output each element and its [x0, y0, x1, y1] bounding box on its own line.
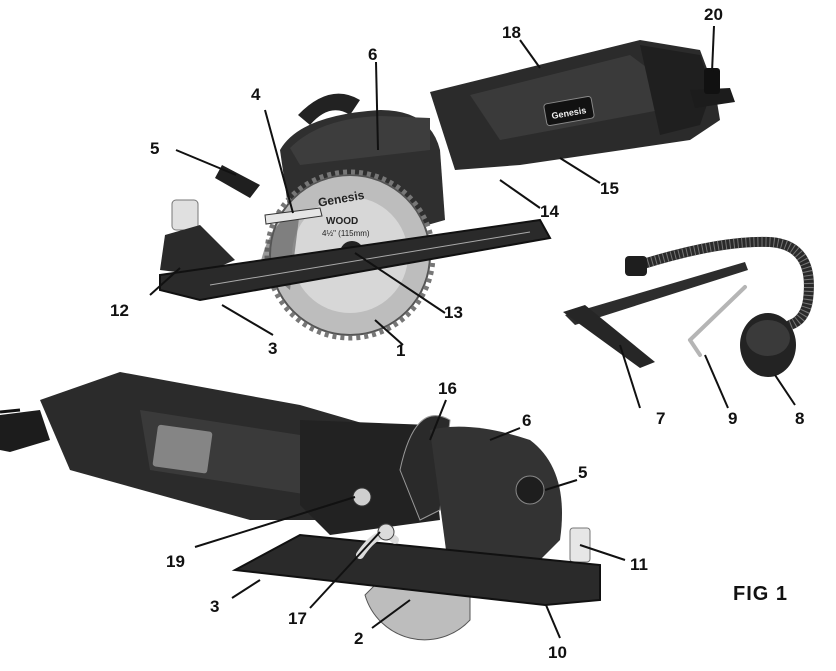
top-guard-top	[290, 116, 430, 165]
top-handle	[298, 93, 360, 125]
bottom-spec-label	[152, 424, 213, 474]
top-cord-lock	[704, 68, 720, 94]
dust-port-opening	[746, 320, 790, 356]
spindle-lock	[352, 487, 372, 507]
callout-6-top: 6	[368, 45, 378, 64]
top-front-bracket	[160, 225, 235, 275]
callout-6-bottom: 6	[522, 411, 532, 430]
callout-18: 18	[502, 23, 521, 42]
callout-7: 7	[656, 409, 666, 428]
top-base-edge	[209, 231, 531, 286]
hex-key-shaft	[688, 285, 747, 342]
rip-fence-bar	[565, 262, 748, 325]
bottom-dust-port	[515, 475, 545, 505]
bottom-gearbox	[300, 420, 440, 535]
blade-wrench-head	[377, 523, 395, 541]
figure-label: FIG 1	[733, 583, 789, 605]
callout-8: 8	[795, 409, 805, 428]
callout-5-bottom: 5	[578, 463, 588, 482]
callout-3-top: 3	[268, 339, 278, 358]
callout-4: 4	[251, 85, 261, 104]
hex-key-bend	[688, 338, 702, 357]
callout-13: 13	[444, 303, 463, 322]
callout-17: 17	[288, 609, 307, 628]
top-base-plate	[159, 218, 552, 302]
callout-14: 14	[540, 202, 559, 221]
rip-fence-guide	[563, 305, 655, 368]
bottom-saw-view	[0, 372, 601, 641]
dust-hose	[635, 236, 814, 330]
leader-lines	[149, 25, 796, 639]
top-cord-exit	[690, 88, 735, 108]
callout-5-top: 5	[150, 139, 160, 158]
callout-3-bottom: 3	[210, 597, 220, 616]
top-motor-grip	[470, 55, 660, 140]
callout-9: 9	[728, 409, 738, 428]
top-saw-view: Genesis Genesis WOOD 4½" (115mm) 24	[159, 40, 735, 341]
callout-11: 11	[630, 555, 648, 574]
top-brand-badge	[543, 95, 595, 127]
callout-12: 12	[110, 301, 129, 320]
top-blade-size: 4½" (115mm)	[322, 229, 370, 238]
accessories-group	[563, 236, 814, 377]
callout-19: 19	[166, 552, 185, 571]
callout-15: 15	[600, 179, 619, 198]
hose-connector	[625, 256, 647, 276]
callout-2: 2	[354, 629, 364, 648]
callout-1: 1	[396, 341, 406, 360]
bottom-blade-guard	[430, 426, 562, 580]
top-aux-handle	[215, 165, 260, 198]
bottom-cord-exit	[0, 410, 50, 452]
top-blade-material: WOOD	[326, 216, 358, 227]
bottom-cord	[0, 408, 21, 414]
top-motor-endcap	[640, 45, 712, 135]
callout-10: 10	[548, 643, 567, 662]
top-laser-housing	[171, 199, 199, 231]
top-lock-lever	[264, 207, 323, 225]
bottom-saw-blade	[364, 579, 471, 641]
callout-20: 20	[704, 5, 723, 24]
bottom-base-plate	[231, 533, 601, 607]
callout-16: 16	[438, 379, 457, 398]
